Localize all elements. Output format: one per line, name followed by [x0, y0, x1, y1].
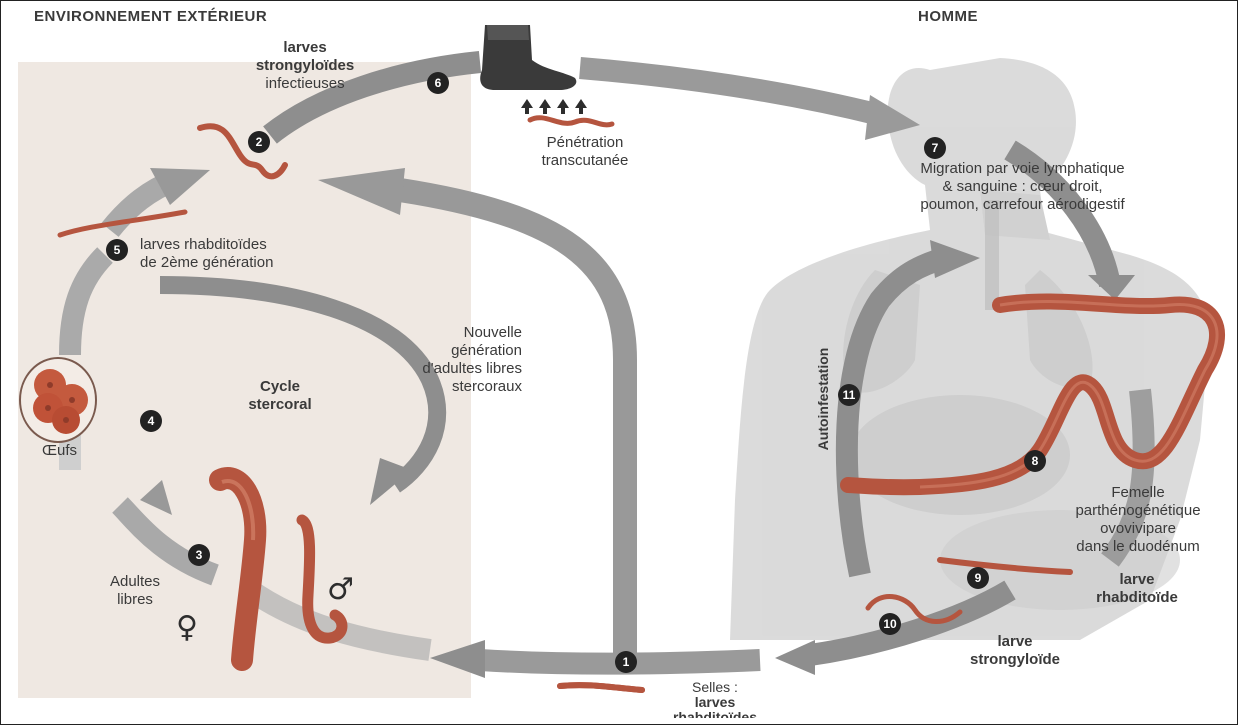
strongyloid-larva-label: larve strongyloïde: [945, 633, 1085, 669]
rhabditoid-gen2-line2: de 2ème génération: [140, 254, 273, 272]
free-adults-line1: Adultes: [95, 573, 175, 591]
new-generation-line4: stercoraux: [322, 378, 522, 396]
stool-line3: rhabditoïdes: [655, 710, 775, 718]
stool-line1: Selles :: [655, 680, 775, 695]
male-symbol: ♂: [327, 572, 354, 607]
free-adults-line2: libres: [95, 591, 175, 609]
header-human: HOMME: [918, 8, 978, 25]
stool-label: Selles : larves rhabditoïdes: [655, 680, 775, 718]
infective-larvae-line3: infectieuses: [230, 75, 380, 93]
penetration-label: Pénétration transcutanée: [510, 134, 660, 170]
migration-line2: & sanguine : cœur droit,: [815, 178, 1230, 196]
new-generation-line1: Nouvelle: [322, 324, 522, 342]
rhabditoid-larva-label: larve rhabditoïde: [1072, 571, 1202, 607]
step-2-badge: 2: [248, 131, 270, 153]
stercoral-cycle-line1: Cycle: [220, 378, 340, 396]
stool-line2: larves: [655, 695, 775, 710]
step-1-badge: 1: [615, 651, 637, 673]
migration-label: Migration par voie lymphatique & sanguin…: [815, 160, 1230, 214]
header-external-environment: ENVIRONNEMENT EXTÉRIEUR: [34, 8, 267, 25]
stercoral-cycle-label: Cycle stercoral: [220, 378, 340, 414]
free-adults-label: Adultes libres: [95, 573, 175, 609]
eggs-label: Œufs: [42, 442, 77, 460]
strongyloid-larva-line2: strongyloïde: [945, 651, 1085, 669]
step-11-badge: 11: [838, 384, 860, 406]
penetration-line2: transcutanée: [510, 152, 660, 170]
rhabditoid-gen2-label: larves rhabditoïdes de 2ème génération: [140, 236, 273, 272]
migration-line1: Migration par voie lymphatique: [815, 160, 1230, 178]
rhabditoid-larva-line2: rhabditoïde: [1072, 589, 1202, 607]
infective-larvae-line2: strongyloïdes: [230, 57, 380, 75]
female-symbol: ♀: [176, 610, 198, 645]
autoinfestation-label: Autoinfestation: [814, 334, 832, 464]
step-6-badge: 6: [427, 72, 449, 94]
stercoral-cycle-line2: stercoral: [220, 396, 340, 414]
new-generation-line2: génération: [322, 342, 522, 360]
infective-larvae-line1: larves: [230, 39, 380, 57]
rhabditoid-gen2-line1: larves rhabditoïdes: [140, 236, 273, 254]
new-generation-label: Nouvelle génération d'adultes libres ste…: [322, 324, 522, 396]
step-7-badge: 7: [924, 137, 946, 159]
infective-larvae-label: larves strongyloïdes infectieuses: [230, 39, 380, 93]
step-4-badge: 4: [140, 410, 162, 432]
parthenogenetic-female-line1: Femelle: [1043, 484, 1233, 502]
step-10-badge: 10: [879, 613, 901, 635]
penetration-line1: Pénétration: [510, 134, 660, 152]
rhabditoid-larva-line1: larve: [1072, 571, 1202, 589]
parthenogenetic-female-line2: parthénogénétique: [1043, 502, 1233, 520]
parthenogenetic-female-label: Femelle parthénogénétique ovovivipare da…: [1043, 484, 1233, 556]
new-generation-line3: d'adultes libres: [322, 360, 522, 378]
step-5-badge: 5: [106, 239, 128, 261]
step-9-badge: 9: [967, 567, 989, 589]
parthenogenetic-female-line4: dans le duodénum: [1043, 538, 1233, 556]
migration-line3: poumon, carrefour aérodigestif: [815, 196, 1230, 214]
step-3-badge: 3: [188, 544, 210, 566]
step-8-badge: 8: [1024, 450, 1046, 472]
strongyloid-larva-line1: larve: [945, 633, 1085, 651]
parthenogenetic-female-line3: ovovivipare: [1043, 520, 1233, 538]
